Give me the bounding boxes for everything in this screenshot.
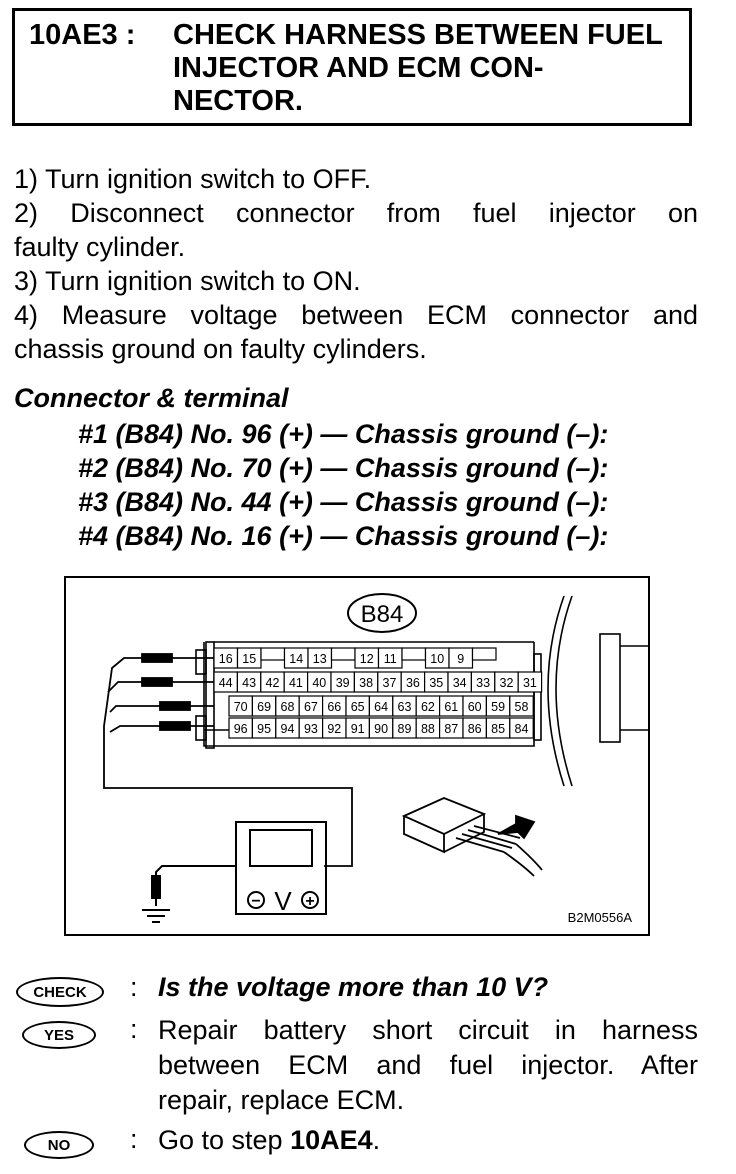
pin-number: 43 bbox=[242, 676, 256, 690]
pin-number: 13 bbox=[313, 652, 327, 666]
pin-number: 41 bbox=[289, 676, 303, 690]
instruction-list: 1) Turn ignition switch to OFF. 2) Disco… bbox=[14, 162, 698, 366]
no-colon: : bbox=[130, 1124, 138, 1154]
pin-number: 61 bbox=[444, 700, 458, 714]
pin-number: 64 bbox=[374, 700, 388, 714]
step-code: 10AE3 : bbox=[29, 19, 136, 51]
meter-symbol: V bbox=[274, 886, 292, 916]
instruction-line: 2) Disconnect connector from fuel inject… bbox=[14, 198, 698, 228]
pin-number: 35 bbox=[429, 676, 443, 690]
pin-number: 33 bbox=[476, 676, 490, 690]
step-header-box: 10AE3 : CHECK HARNESS BETWEEN FUEL INJEC… bbox=[12, 8, 692, 126]
meter-plus: + bbox=[305, 893, 314, 910]
check-badge: CHECK bbox=[16, 977, 104, 1007]
next-step-link[interactable]: 10AE4 bbox=[290, 1125, 373, 1155]
harness-connector-sketch bbox=[401, 797, 543, 877]
no-badge: NO bbox=[24, 1131, 94, 1159]
yes-badge: YES bbox=[22, 1021, 96, 1049]
pin-number: 44 bbox=[219, 676, 233, 690]
figure-code: B2M0556A bbox=[568, 910, 633, 925]
pin-number: 34 bbox=[453, 676, 467, 690]
terminal-line: #2 (B84) No. 70 (+) — Chassis ground (–)… bbox=[78, 453, 609, 483]
pin-number: 86 bbox=[468, 722, 482, 736]
pin-number: 16 bbox=[219, 652, 233, 666]
instruction-line: faulty cylinder. bbox=[14, 232, 186, 262]
yes-answer-line: between ECM and fuel injector. After bbox=[158, 1050, 698, 1080]
pin-number: 66 bbox=[327, 700, 341, 714]
yes-answer-line: repair, replace ECM. bbox=[158, 1085, 405, 1115]
pin-number: 37 bbox=[383, 676, 397, 690]
check-colon: : bbox=[130, 972, 138, 1002]
pin-number: 9 bbox=[457, 652, 464, 666]
instruction-line: 4) Measure voltage between ECM connector… bbox=[14, 300, 698, 330]
pin-grid: 16 15 14 13 12 11 10 9 44 43 42 41 40 39 38 37 36 35 34 33 3… bbox=[213, 647, 543, 739]
pin-number: 96 bbox=[234, 722, 248, 736]
connector-key-notch bbox=[401, 647, 427, 661]
instruction-line: 3) Turn ignition switch to ON. bbox=[14, 266, 361, 296]
pin-number: 60 bbox=[468, 700, 482, 714]
pin-number: 58 bbox=[515, 700, 529, 714]
connector-label: B84 bbox=[361, 601, 404, 628]
pin-number: 87 bbox=[444, 722, 458, 736]
pin-number: 92 bbox=[327, 722, 341, 736]
yes-colon: : bbox=[130, 1014, 138, 1044]
no-answer: Go to step 10AE4. bbox=[158, 1125, 381, 1155]
pin-number: 36 bbox=[406, 676, 420, 690]
pin-number: 93 bbox=[304, 722, 318, 736]
pin-number: 85 bbox=[491, 722, 505, 736]
pin-number: 84 bbox=[515, 722, 529, 736]
pin-number: 14 bbox=[289, 652, 303, 666]
pin-number: 67 bbox=[304, 700, 318, 714]
pin-number: 91 bbox=[351, 722, 365, 736]
diagram-frame bbox=[64, 576, 650, 936]
terminal-list: #1 (B84) No. 96 (+) — Chassis ground (–)… bbox=[78, 417, 698, 553]
pin-number: 10 bbox=[430, 652, 444, 666]
connector-heading: Connector & terminal bbox=[14, 383, 289, 413]
terminal-line: #1 (B84) No. 96 (+) — Chassis ground (–)… bbox=[78, 419, 609, 449]
yes-answer: Repair battery short circuit in harness … bbox=[158, 1013, 698, 1118]
pin-number: 38 bbox=[359, 676, 373, 690]
wiring-diagram: B84 16 15 14 13 12 11 10 9 44 43 42 41 40 39 38 37 36 35 3… bbox=[64, 576, 650, 936]
pin-number: 94 bbox=[281, 722, 295, 736]
check-question: Is the voltage more than 10 V? bbox=[158, 972, 549, 1002]
pin-number: 68 bbox=[281, 700, 295, 714]
probe-leads bbox=[103, 653, 353, 867]
terminal-line: #4 (B84) No. 16 (+) — Chassis ground (–)… bbox=[78, 521, 609, 551]
meter-minus: − bbox=[251, 893, 260, 910]
pin-number: 31 bbox=[523, 676, 537, 690]
pin-number: 90 bbox=[374, 722, 388, 736]
pin-number: 11 bbox=[384, 652, 397, 666]
pin-number: 65 bbox=[351, 700, 365, 714]
voltmeter bbox=[142, 821, 327, 923]
instruction-line: chassis ground on faulty cylinders. bbox=[14, 334, 427, 364]
yes-answer-line: Repair battery short circuit in harness bbox=[158, 1015, 698, 1045]
pin-number: 12 bbox=[360, 652, 374, 666]
pin-number: 88 bbox=[421, 722, 435, 736]
pin-number: 59 bbox=[491, 700, 505, 714]
pin-number: 70 bbox=[234, 700, 248, 714]
pin-number: 39 bbox=[336, 676, 350, 690]
pin-number: 89 bbox=[398, 722, 412, 736]
connector-key-notch bbox=[260, 647, 286, 661]
pin-number: 95 bbox=[257, 722, 271, 736]
connector-pin-cell bbox=[509, 695, 534, 717]
connector-pin-cell bbox=[517, 671, 543, 693]
connector-key-notch bbox=[330, 647, 356, 661]
pin-number: 63 bbox=[398, 700, 412, 714]
terminal-line: #3 (B84) No. 44 (+) — Chassis ground (–)… bbox=[78, 487, 609, 517]
step-title: CHECK HARNESS BETWEEN FUEL INJECTOR AND … bbox=[173, 19, 663, 117]
connector-wire-bundle bbox=[547, 595, 648, 787]
pin-number: 69 bbox=[257, 700, 271, 714]
instruction-line: 1) Turn ignition switch to OFF. bbox=[14, 164, 372, 194]
pin-number: 42 bbox=[266, 676, 280, 690]
pin-number: 32 bbox=[500, 676, 514, 690]
pin-number: 62 bbox=[421, 700, 435, 714]
connector-label-ellipse bbox=[347, 593, 417, 633]
connector-pin-cell bbox=[509, 717, 534, 739]
pin-number: 15 bbox=[242, 652, 256, 666]
pin-number: 40 bbox=[312, 676, 326, 690]
connector-key-notch bbox=[471, 647, 497, 661]
